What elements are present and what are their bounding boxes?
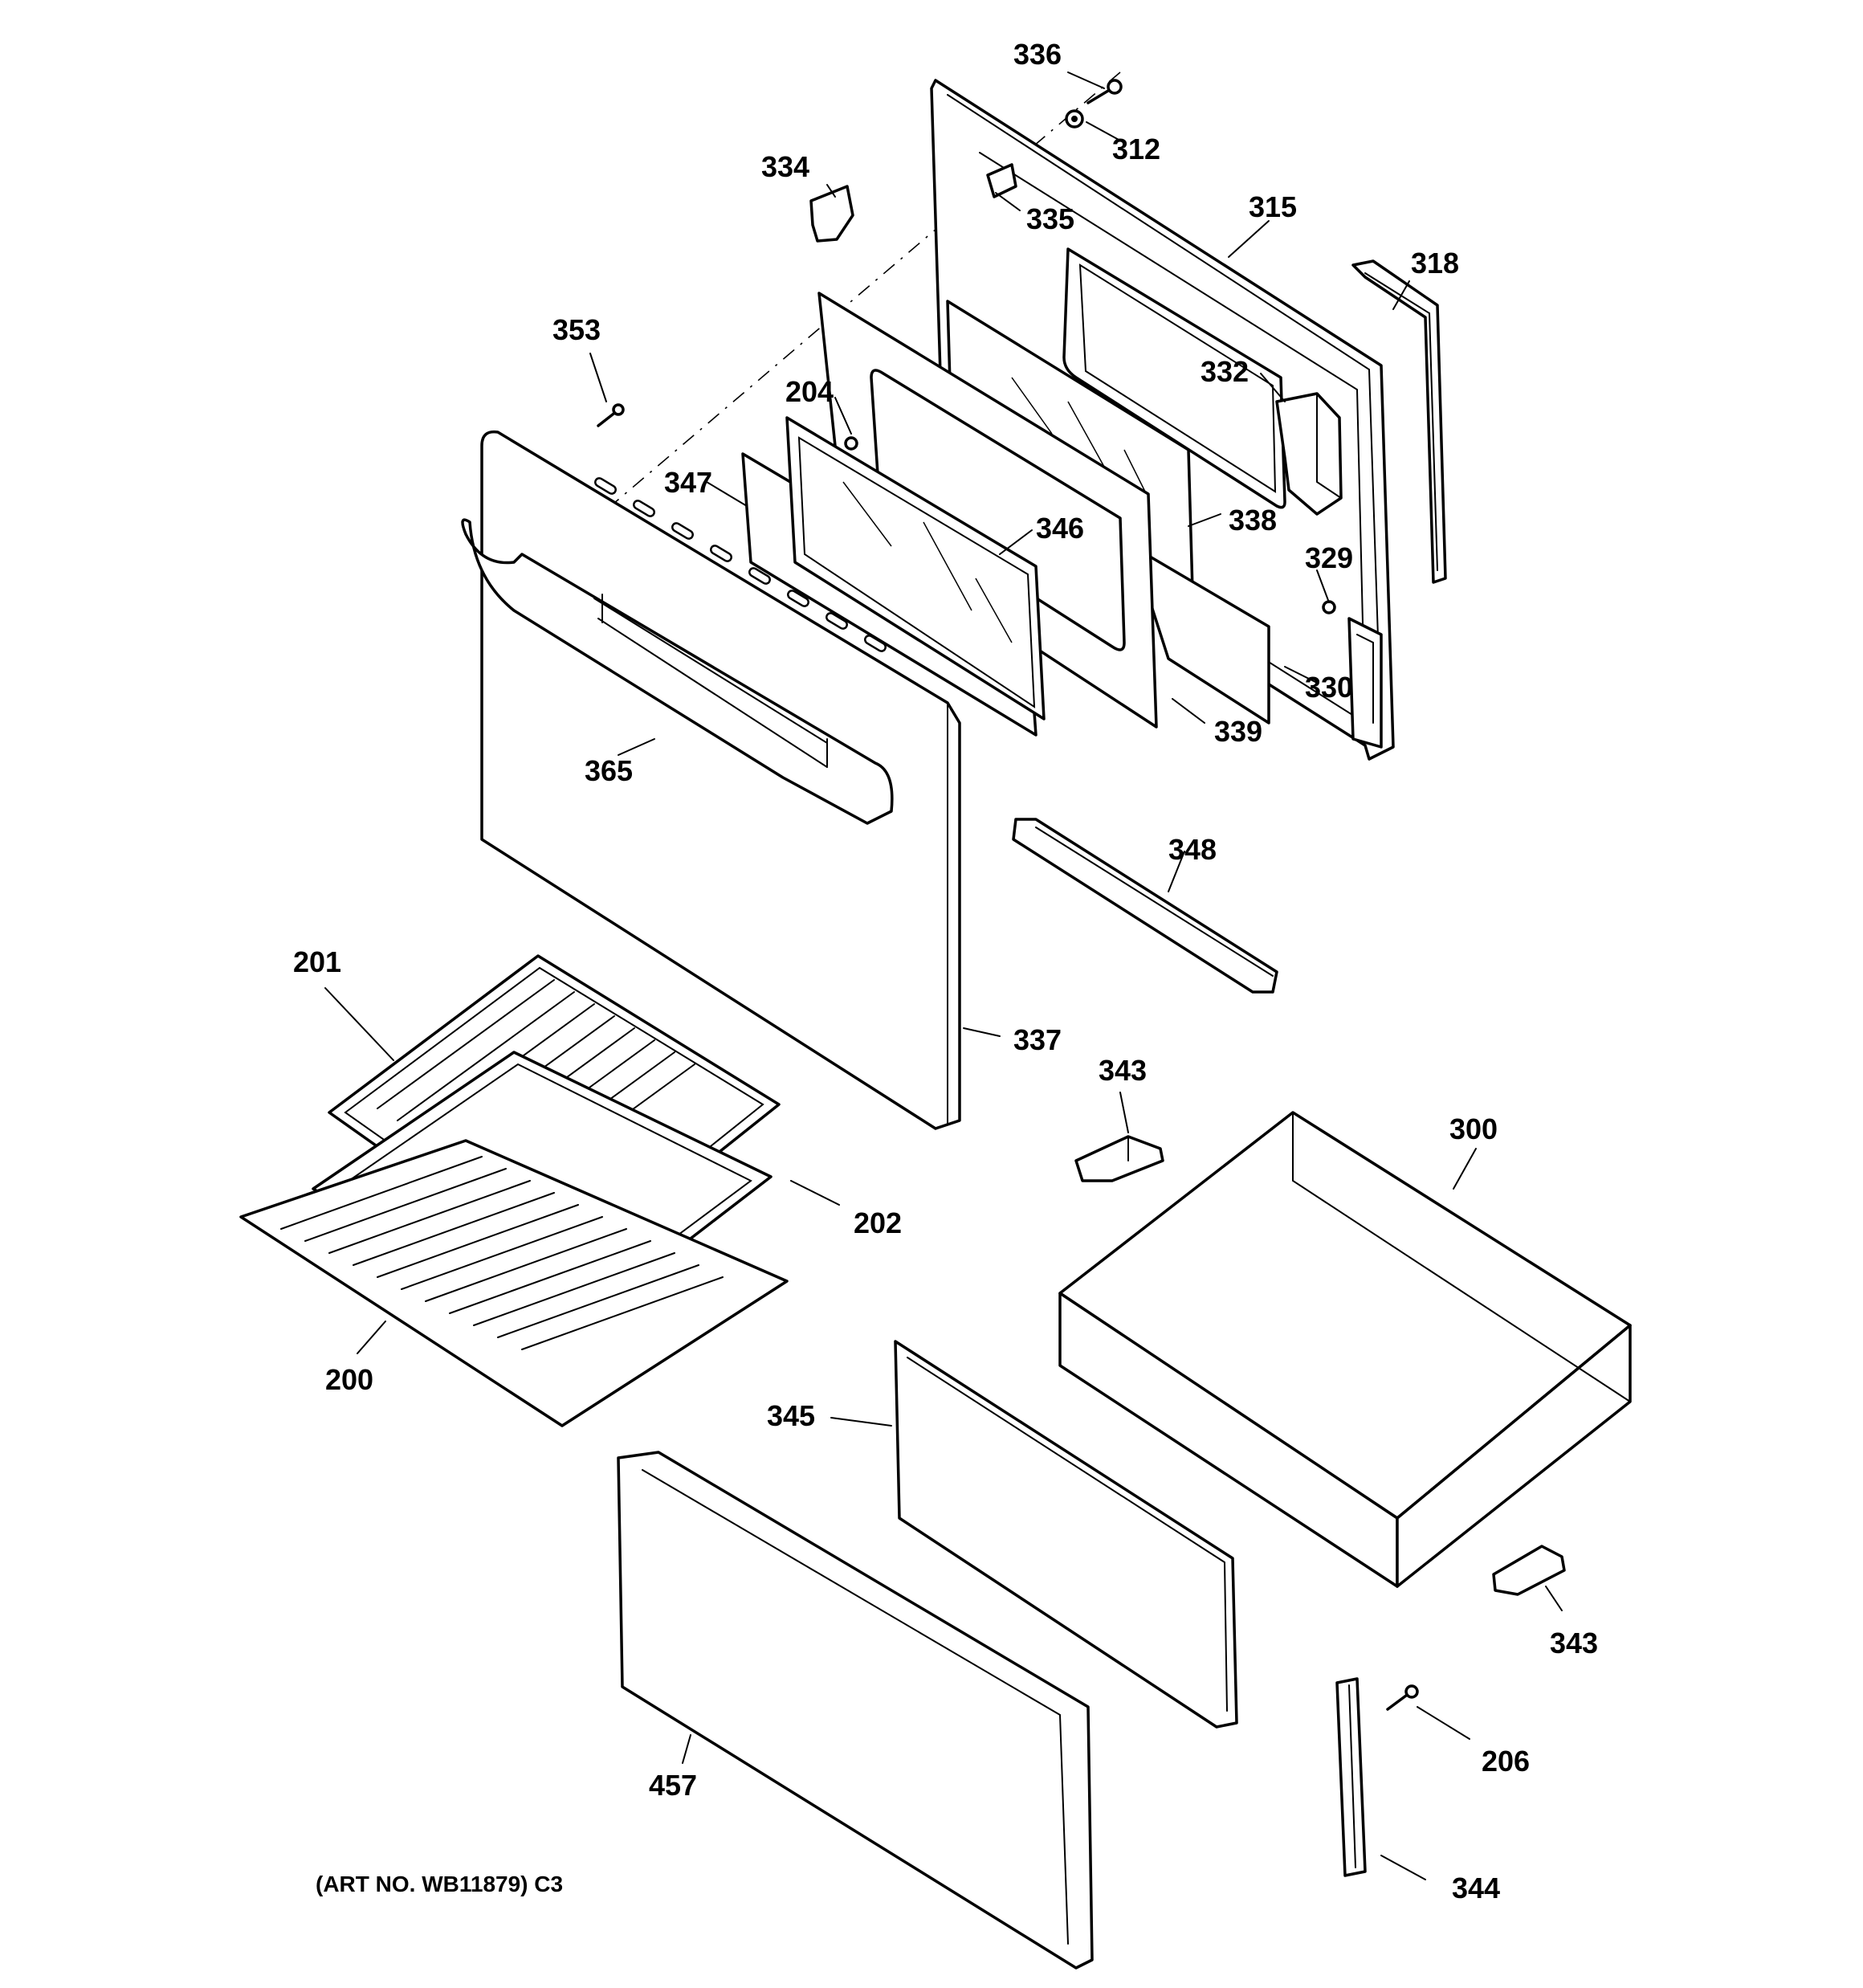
callout-200: 200 — [325, 1363, 374, 1396]
callout-318: 318 — [1411, 247, 1460, 280]
callout-338: 338 — [1229, 504, 1278, 537]
screw-336 — [1086, 79, 1123, 104]
callout-201: 201 — [293, 945, 342, 978]
screw-204 — [844, 436, 858, 451]
callout-335: 335 — [1026, 202, 1075, 235]
drawer-body-300 — [1058, 1111, 1632, 1588]
oven-door-front — [461, 430, 961, 1130]
callout-348: 348 — [1168, 833, 1217, 866]
callout-339: 339 — [1214, 715, 1263, 748]
callout-344: 344 — [1452, 1872, 1501, 1904]
callout-346: 346 — [1036, 512, 1085, 545]
callout-204: 204 — [785, 375, 834, 408]
glass-window-347 — [741, 416, 1046, 737]
screw-206 — [1386, 1684, 1419, 1711]
callout-330: 330 — [1305, 671, 1354, 704]
washer-312 — [1065, 109, 1084, 129]
drawer-front-457 — [617, 1451, 1094, 1970]
callout-337: 337 — [1013, 1023, 1062, 1056]
callout-332: 332 — [1201, 355, 1249, 388]
door-side-trim — [1351, 259, 1447, 584]
door-vent-slots — [594, 477, 887, 652]
bracket-335 — [986, 163, 1017, 198]
insulation-block — [1275, 392, 1343, 516]
art-number: (ART NO. WB11879) C3 — [316, 1872, 564, 1896]
screw-329 — [1322, 600, 1336, 614]
callout-336: 336 — [1013, 38, 1062, 71]
callout-347: 347 — [664, 466, 713, 499]
screw-353 — [597, 403, 625, 427]
oven-rack-200 — [239, 1139, 789, 1427]
drawer-inner-panel-345 — [894, 1340, 1238, 1729]
bracket-334 — [809, 185, 854, 243]
callout-457: 457 — [649, 1769, 698, 1802]
callout-329: 329 — [1305, 541, 1354, 574]
callout-343-right: 343 — [1550, 1627, 1599, 1659]
callout-345: 345 — [767, 1399, 816, 1432]
bracket-344 — [1335, 1677, 1367, 1877]
hinge-330 — [1347, 617, 1383, 749]
callout-300: 300 — [1449, 1112, 1498, 1145]
callout-202: 202 — [854, 1206, 903, 1239]
callout-353: 353 — [552, 313, 601, 346]
callout-312: 312 — [1112, 133, 1161, 165]
glass-panel-339 — [1131, 545, 1270, 725]
callout-206: 206 — [1482, 1745, 1531, 1778]
callout-365: 365 — [585, 754, 634, 787]
callout-315: 315 — [1249, 190, 1298, 223]
callout-343-left: 343 — [1099, 1054, 1148, 1087]
drawer-glide-left — [1074, 1135, 1164, 1182]
support-rail-348 — [1012, 818, 1278, 994]
callout-334: 334 — [761, 150, 810, 183]
drawer-glide-right — [1492, 1545, 1566, 1596]
leader-lines — [324, 71, 1563, 1880]
